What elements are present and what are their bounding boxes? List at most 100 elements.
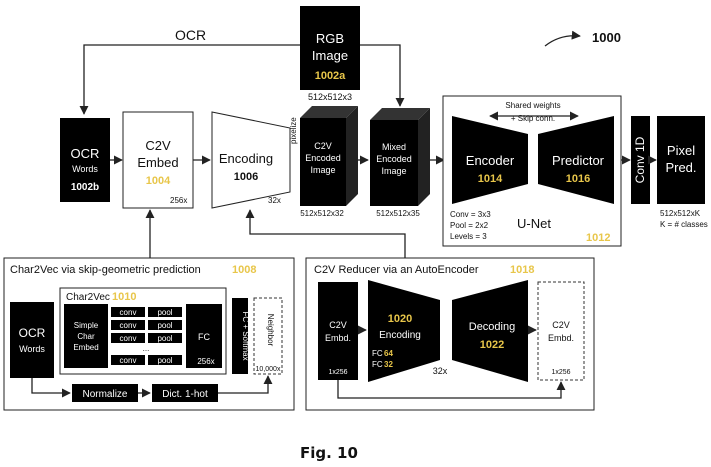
unet-levels: Levels = 3 [450, 232, 487, 241]
reducer-fc-prefix: FC [372, 349, 383, 358]
pool-label: pool [157, 356, 172, 365]
pixel-pred-classes: K = # classes [660, 220, 708, 229]
mixed-encoded-image [370, 120, 418, 206]
reducer-to-encoding-arrow [245, 209, 406, 258]
reducer-c2v-output [537, 281, 585, 381]
simple-line1: Simple [74, 321, 99, 330]
normalize-label: Normalize [82, 389, 127, 400]
unet-shared1: Shared weights [505, 101, 560, 110]
reducer-fc-prefix: FC [372, 360, 383, 369]
reducer-out-dim: 1x256 [551, 369, 570, 376]
c2v-ocr-box [10, 302, 54, 378]
c2v-encoded-line3: Image [310, 165, 335, 175]
pixelize-label: pixelize [289, 117, 298, 144]
unet-predictor [538, 116, 614, 204]
pixel-pred-line1: Pixel [667, 143, 695, 158]
reducer-panel-ref: 1018 [510, 264, 534, 276]
figure-ref-arrow [544, 30, 581, 47]
reducer-dec-title: Decoding [469, 321, 515, 333]
pool-cell [148, 307, 182, 317]
c2v-embed-dim: 256x [170, 196, 187, 205]
pool-cell [148, 355, 182, 365]
reducer-enc-title: Encoding [379, 330, 421, 341]
reducer-fc1: 64 [384, 349, 393, 358]
c2v-embed-line2: Embed [137, 155, 178, 170]
reducer-in-dim: 1x256 [328, 369, 347, 376]
fc-box [186, 304, 222, 368]
reducer-c2v-input [318, 282, 358, 380]
predictor-title: Predictor [552, 153, 605, 168]
conv-cell [111, 333, 145, 343]
reducer-panel-title: C2V Reducer via an AutoEncoder [314, 264, 479, 276]
reducer-in-line1: C2V [329, 320, 347, 330]
c2v-ocr-words: Words [19, 344, 45, 354]
simple-line2: Char [77, 332, 95, 341]
unet-pool: Pool = 2x2 [450, 221, 489, 230]
layer-dots: ... [143, 344, 150, 353]
rgb-to-mixed-arrow [360, 44, 405, 107]
conv-cell [111, 307, 145, 317]
pool-cell [148, 333, 182, 343]
predictor-ref: 1016 [566, 173, 590, 185]
figure-caption: Fig. 10 [300, 444, 358, 462]
dict-to-neighbor-arrow [218, 375, 273, 394]
reducer-out-line2: Embd. [548, 333, 574, 343]
rgb-title-2: Image [312, 48, 348, 63]
unet-title: U-Net [517, 216, 551, 231]
reducer-mid-dim: 32x [433, 366, 448, 376]
conv1d-label: Conv 1D [633, 136, 647, 183]
mixed-line2: Encoded [376, 154, 412, 164]
neighbor-label: Neighbor [266, 314, 275, 347]
neighbor-vocab: 10,000x [256, 366, 281, 373]
simple-line3: Embed [73, 343, 98, 352]
rgb-image-box [300, 6, 360, 90]
ocr-to-normalize-arrow [31, 378, 71, 398]
reducer-reconstruction-arrow [337, 380, 566, 399]
encoding-title: Encoding [219, 151, 273, 166]
c2v-ocr-title: OCR [19, 326, 46, 340]
c2v-encoded-cube-top [300, 106, 358, 118]
pixel-pred-size: 512x512xK [660, 209, 701, 218]
conv-label: conv [120, 356, 137, 365]
encoding-dim: 32x [268, 196, 281, 205]
reducer-encoding [368, 280, 440, 382]
ocr-loop-label: OCR [175, 27, 206, 43]
reducer-decoding [452, 280, 528, 382]
rgb-ref: 1002a [315, 70, 346, 82]
reducer-fc2: 32 [384, 360, 393, 369]
ocr-loop-arrow [79, 44, 300, 115]
c2v-encoded-size: 512x512x32 [300, 209, 344, 218]
dict-box [152, 384, 218, 402]
char2vec-panel-ref: 1008 [232, 264, 256, 276]
ocr-words-sub: Words [72, 164, 98, 174]
figure-ref: 1000 [592, 30, 621, 45]
c2v-encoded-line1: C2V [314, 141, 332, 151]
c2v-embed-box [122, 111, 194, 209]
unet-ref: 1012 [586, 232, 610, 244]
unet-encoder [452, 116, 528, 204]
conv-label: conv [120, 321, 137, 330]
fc-label: FC [198, 332, 210, 342]
conv-label: conv [120, 334, 137, 343]
mixed-size: 512x512x35 [376, 209, 420, 218]
c2v-embed-ref: 1004 [146, 175, 171, 187]
c2v-encoded-image [300, 118, 346, 206]
reducer-out-line1: C2V [552, 320, 570, 330]
char2vec-panel-title: Char2Vec via skip-geometric prediction [10, 264, 201, 276]
ocr-words-ref: 1002b [71, 182, 99, 193]
pixel-pred-line2: Pred. [665, 160, 696, 175]
c2v-encoded-line2: Encoded [305, 153, 341, 163]
simple-char-embed-box [64, 304, 108, 368]
reducer-in-line2: Embd. [325, 333, 351, 343]
rgb-size: 512x512x3 [308, 92, 352, 102]
normalize-box [72, 384, 138, 402]
unet-conv: Conv = 3x3 [450, 210, 491, 219]
pool-label: pool [157, 308, 172, 317]
pool-label: pool [157, 321, 172, 330]
pool-label: pool [157, 334, 172, 343]
mixed-line3: Image [381, 166, 406, 176]
reducer-dec-ref: 1022 [480, 339, 504, 351]
encoding-ref: 1006 [234, 171, 258, 183]
c2v-encoded-cube-side [346, 106, 358, 206]
